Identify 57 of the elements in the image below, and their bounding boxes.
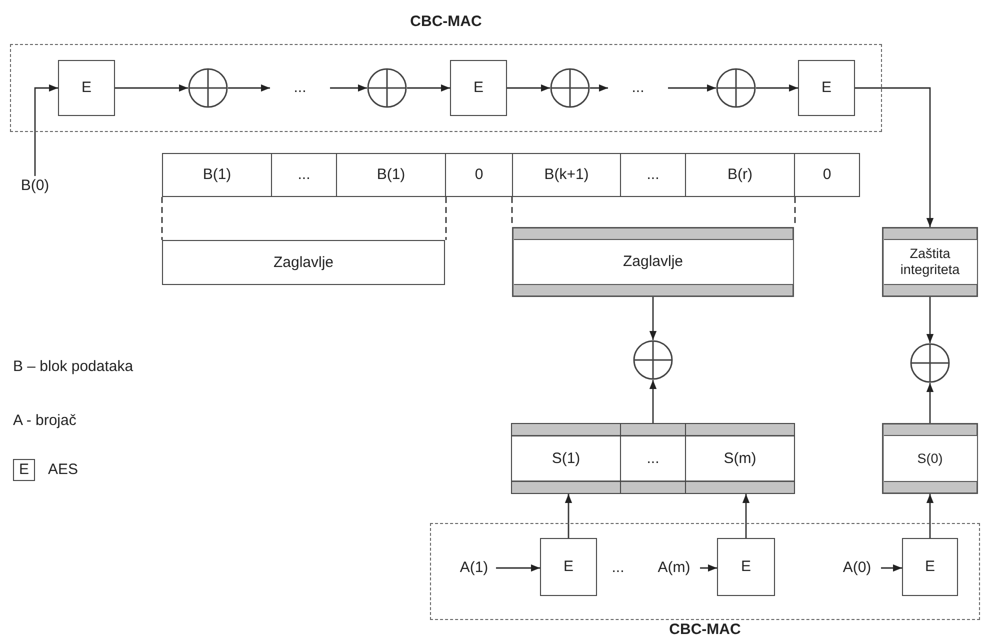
arrow	[407, 84, 450, 92]
legend-text: A - brojač	[13, 411, 76, 432]
signal-label: A(1)	[452, 557, 496, 579]
arrow	[507, 84, 550, 92]
arrow	[926, 494, 934, 538]
keystream-cell: S(m)	[685, 423, 795, 494]
output-field: Zaštita integriteta	[884, 239, 976, 285]
arrow	[590, 84, 608, 92]
arrow	[700, 564, 717, 572]
signal-label: ...	[270, 78, 330, 98]
arrow	[649, 297, 657, 340]
data-block-cell: B(1)	[162, 153, 272, 197]
arrow	[34, 84, 58, 176]
legend-text: B – blok podataka	[13, 357, 134, 378]
data-block-cell: B(1)	[336, 153, 446, 197]
cipher-block: E	[540, 538, 597, 596]
output-field: S(0)	[884, 435, 976, 482]
arrow	[496, 564, 540, 572]
keystream-cell: ...	[620, 423, 686, 494]
arrow	[564, 494, 572, 538]
signal-label: ...	[603, 557, 633, 579]
arrow	[926, 383, 934, 423]
data-block-cell: B(r)	[685, 153, 795, 197]
data-block-cell: Zaglavlje	[162, 240, 445, 285]
arrow	[742, 494, 750, 538]
arrow	[649, 380, 657, 423]
arrow	[668, 84, 716, 92]
cipher-block: E	[717, 538, 775, 596]
arrow	[855, 87, 934, 227]
signal-label: ...	[608, 78, 668, 98]
signal-label: B(0)	[12, 176, 58, 196]
signal-label: A(m)	[648, 557, 700, 579]
data-block-cell: ...	[271, 153, 337, 197]
arrow	[115, 84, 188, 92]
legend-symbol: E	[13, 459, 35, 481]
arrow	[756, 84, 798, 92]
data-block-cell: 0	[794, 153, 860, 197]
cipher-block: E	[902, 538, 958, 596]
cipher-block: E	[450, 60, 507, 116]
arrow	[330, 84, 367, 92]
group-title: CBC-MAC	[409, 12, 483, 32]
cipher-block: E	[58, 60, 115, 116]
arrow	[926, 297, 934, 343]
connector-line	[161, 197, 163, 240]
data-block-cell: B(k+1)	[512, 153, 621, 197]
signal-label: A(0)	[833, 557, 881, 579]
group-title: CBC-MAC	[668, 620, 742, 640]
cipher-block: E	[798, 60, 855, 116]
arrow	[228, 84, 270, 92]
legend-text: AES	[48, 460, 78, 480]
data-block-cell: ...	[620, 153, 686, 197]
keystream-cell: S(1)	[511, 423, 621, 494]
arrow	[881, 564, 902, 572]
connector-line	[445, 197, 447, 240]
keystream-register	[511, 423, 795, 494]
data-block-cell: 0	[445, 153, 513, 197]
header-field: Zaglavlje	[514, 239, 792, 285]
